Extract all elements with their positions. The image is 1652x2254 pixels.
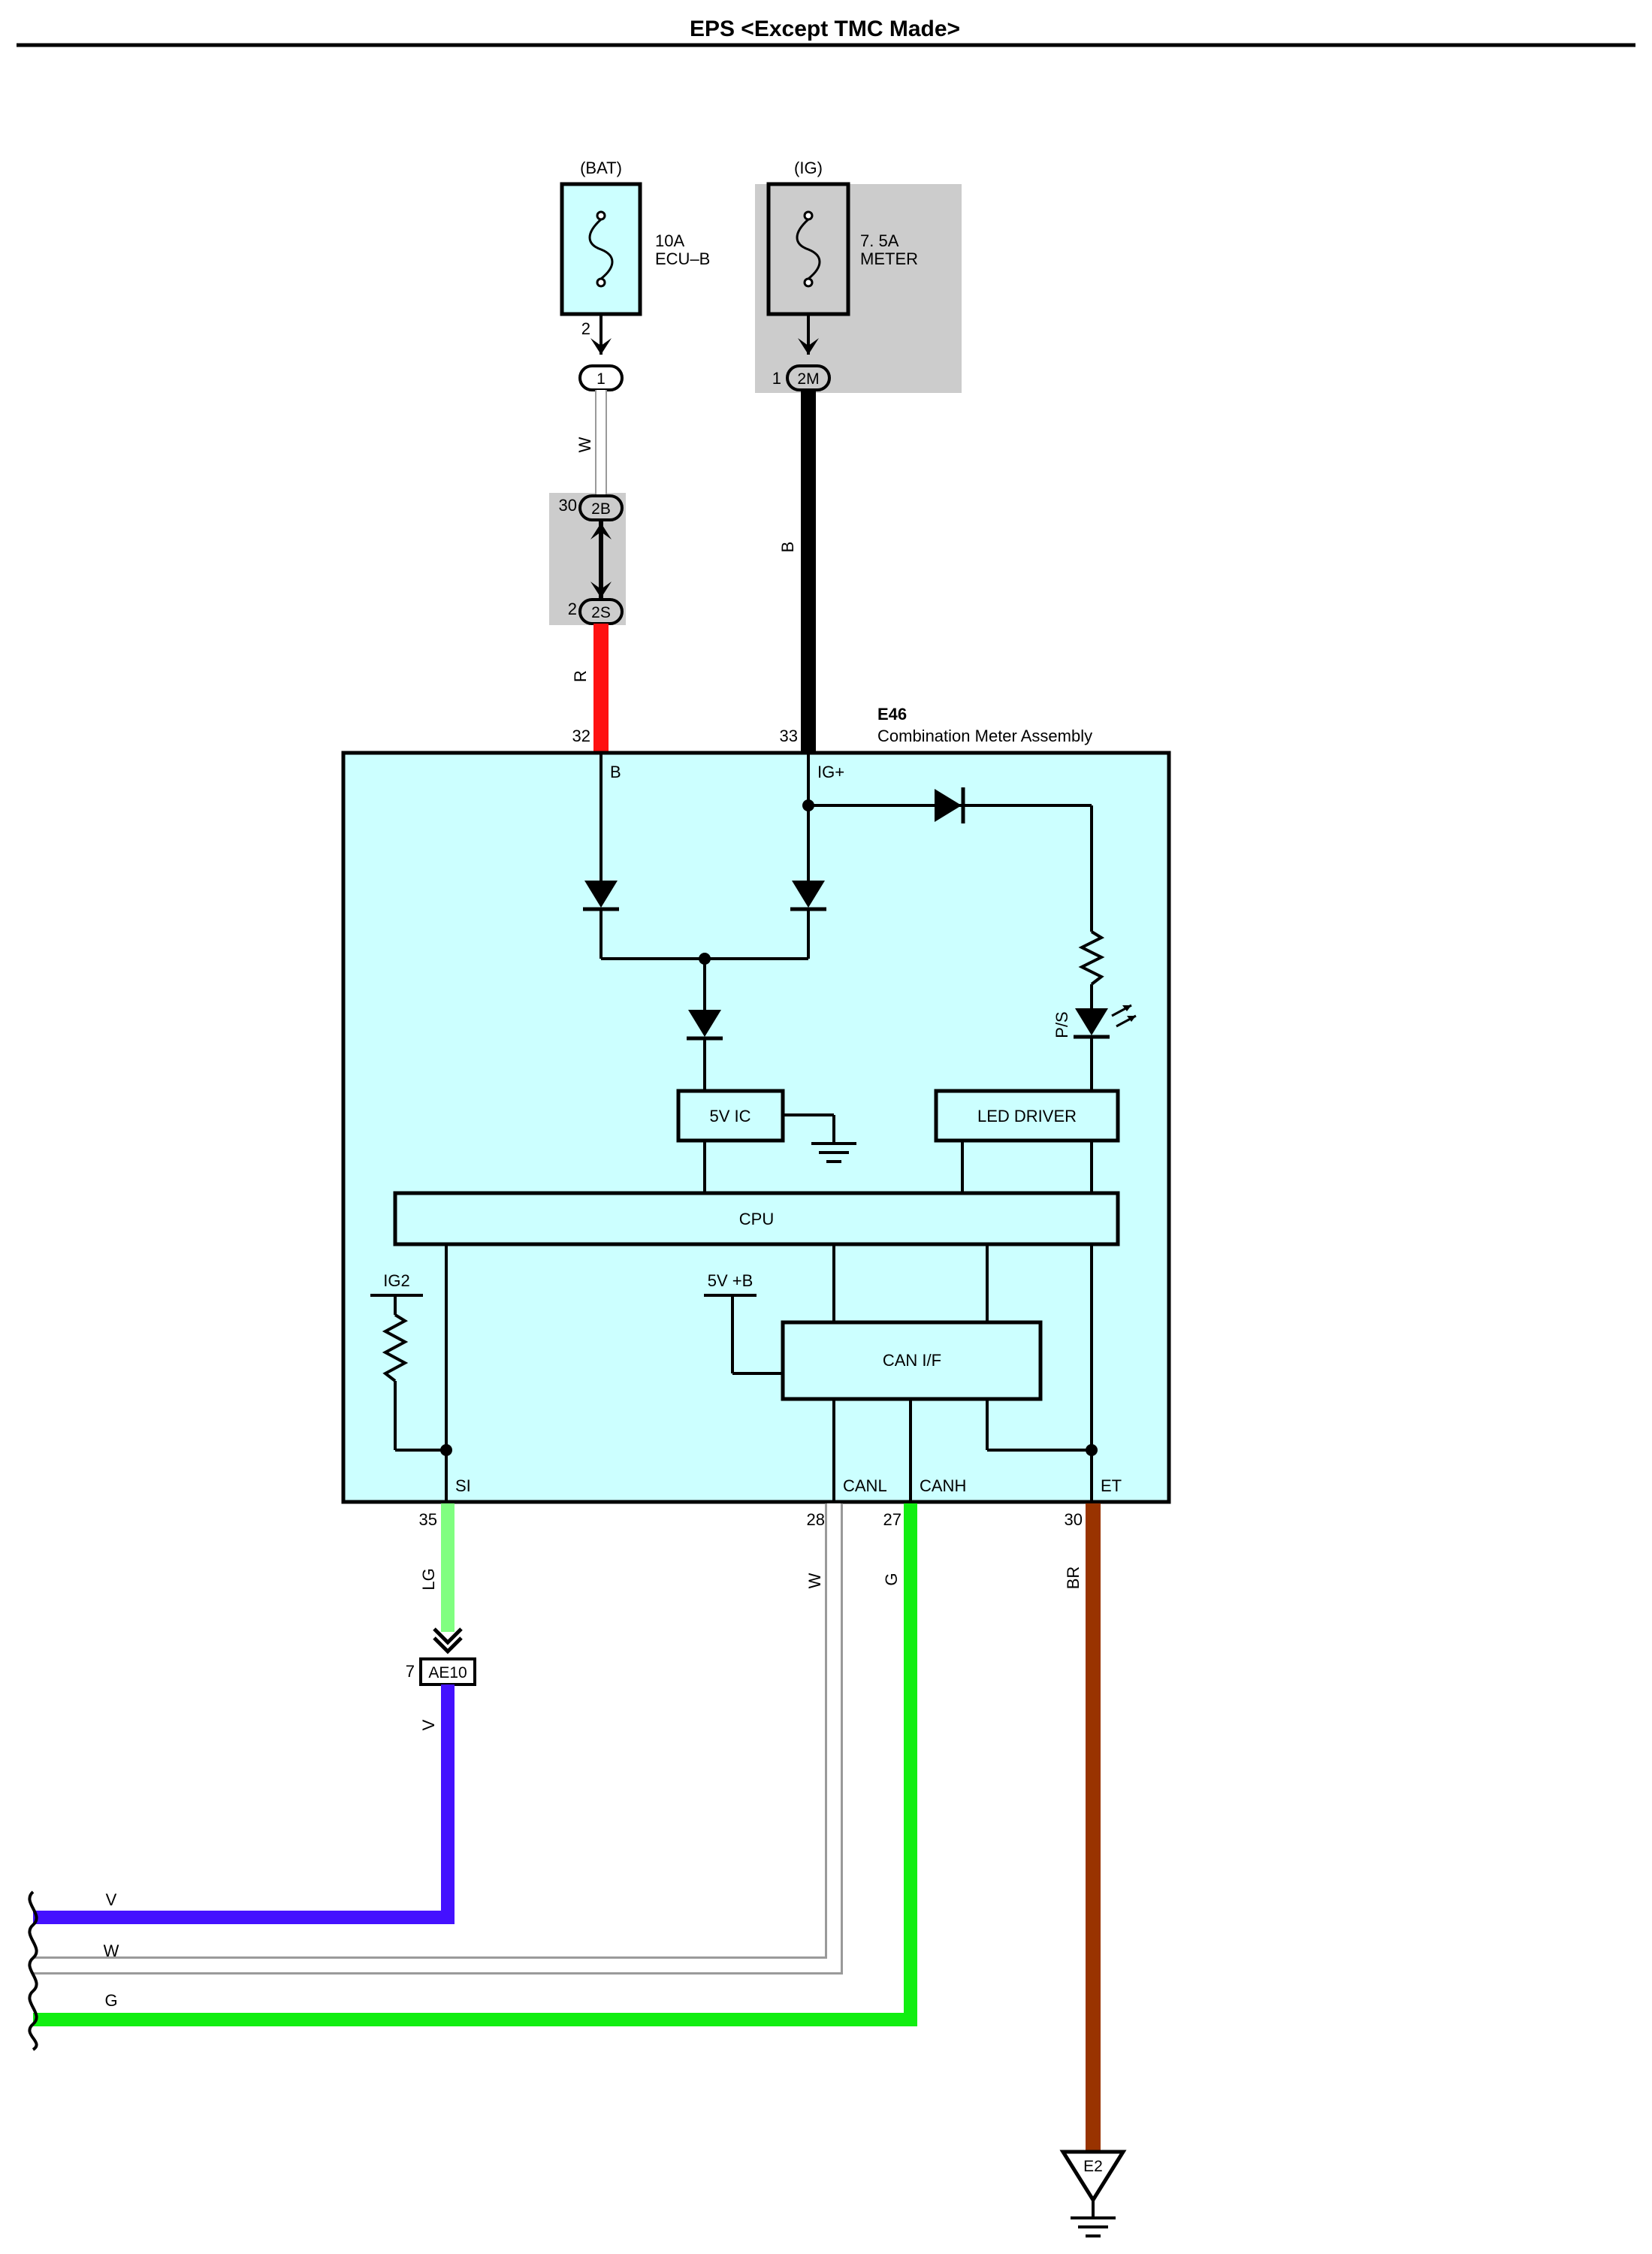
connector-ae10 bbox=[419, 1657, 476, 1686]
bus-w-label: W bbox=[104, 1941, 119, 1960]
pin-et-name: ET bbox=[1101, 1476, 1122, 1495]
component-code: E46 bbox=[877, 705, 907, 724]
component-name: Combination Meter Assembly bbox=[877, 727, 1092, 745]
wire-break-icon bbox=[28, 1890, 38, 2051]
fuse-ig-name: METER bbox=[860, 249, 918, 268]
wire-w-canl bbox=[33, 1503, 841, 1972]
wire-v-label: V bbox=[419, 1719, 438, 1730]
ig2-label: IG2 bbox=[383, 1271, 409, 1290]
cpu-label: CPU bbox=[739, 1210, 774, 1228]
pin-canh-name: CANH bbox=[920, 1476, 966, 1495]
resistor-icon bbox=[1078, 930, 1105, 986]
diode-icon bbox=[583, 881, 619, 911]
arrow-icon bbox=[798, 338, 819, 355]
fuse-ig-icon bbox=[796, 210, 821, 288]
connector-1-id: 1 bbox=[596, 370, 606, 388]
wire-g-canh bbox=[33, 1503, 917, 2026]
v5b-label: 5V +B bbox=[708, 1271, 754, 1290]
arrow-icon bbox=[590, 338, 612, 355]
cpu-block bbox=[393, 1191, 1120, 1246]
fuse-bat-amp: 10A bbox=[655, 231, 684, 250]
page-title: EPS <Except TMC Made> bbox=[690, 17, 960, 41]
led-icon bbox=[1074, 1004, 1137, 1039]
connector-2m-pin: 1 bbox=[772, 369, 781, 388]
can-if-block bbox=[781, 1320, 1043, 1401]
wire-v bbox=[33, 1684, 455, 1924]
led-driver-block bbox=[934, 1089, 1120, 1143]
diode-icon bbox=[790, 881, 826, 911]
ig-fuse-shade bbox=[755, 184, 962, 393]
ground-e2-label: E2 bbox=[1083, 2158, 1103, 2175]
junction-dots bbox=[440, 799, 1098, 1456]
resistor-icon bbox=[382, 1313, 409, 1382]
connector-arrow-icon bbox=[433, 1627, 463, 1654]
wire-b-label: B bbox=[778, 542, 797, 553]
led-driver-label: LED DRIVER bbox=[977, 1107, 1077, 1125]
junction-up-arrow-icon bbox=[590, 523, 612, 539]
pin-canl-num: 28 bbox=[807, 1510, 825, 1529]
ic-5v-block bbox=[676, 1089, 785, 1143]
junction-down-arrow-icon bbox=[590, 582, 612, 598]
pin-canh-num: 27 bbox=[883, 1510, 902, 1529]
connector-ae10-pin: 7 bbox=[406, 1662, 415, 1681]
ps-label: P/S bbox=[1053, 1011, 1071, 1038]
ic-5v-label: 5V IC bbox=[709, 1107, 750, 1125]
wire-br-label: BR bbox=[1064, 1567, 1083, 1590]
pin-et-num: 30 bbox=[1065, 1510, 1083, 1529]
ground-icon bbox=[1071, 2200, 1116, 2237]
pin-b-num: 32 bbox=[572, 727, 590, 745]
pin-si-num: 35 bbox=[419, 1510, 437, 1529]
wire-r-label: R bbox=[571, 670, 590, 682]
fuse-ig-source: (IG) bbox=[794, 159, 823, 177]
diode-icon bbox=[687, 1010, 723, 1041]
fuse-bat-name: ECU–B bbox=[655, 249, 710, 268]
can-if-label: CAN I/F bbox=[883, 1351, 941, 1370]
ground-icon bbox=[811, 1142, 856, 1163]
wire-w-top-label: W bbox=[575, 437, 594, 452]
pin-ig-num: 33 bbox=[780, 727, 798, 745]
connector-2b-pin: 30 bbox=[559, 496, 577, 515]
connector-1-pin: 2 bbox=[581, 319, 590, 338]
bus-g-label: G bbox=[104, 1991, 117, 2010]
connector-2b-id: 2B bbox=[591, 500, 611, 518]
connector-2m-id: 2M bbox=[797, 370, 819, 388]
pin-ig-name: IG+ bbox=[817, 763, 844, 781]
fuse-bat-source: (BAT) bbox=[580, 159, 622, 177]
ground-e2-triangle bbox=[1059, 2150, 1127, 2204]
wire-g-canh-label: G bbox=[882, 1573, 901, 1585]
pin-b-name: B bbox=[610, 763, 621, 781]
bus-v-label: V bbox=[106, 1890, 117, 1909]
wire-lg-label: LG bbox=[419, 1568, 438, 1590]
pin-si-name: SI bbox=[455, 1476, 471, 1495]
connector-2s-id: 2S bbox=[591, 604, 611, 621]
connector-2s-pin: 2 bbox=[568, 600, 577, 618]
wire-w-canl-label: W bbox=[805, 1573, 824, 1588]
fuse-ig-amp: 7. 5A bbox=[860, 231, 899, 250]
diode-icon bbox=[935, 787, 965, 823]
pin-canl-name: CANL bbox=[843, 1476, 887, 1495]
connector-ae10-id: AE10 bbox=[428, 1664, 467, 1681]
fuse-bat-icon bbox=[588, 210, 614, 288]
